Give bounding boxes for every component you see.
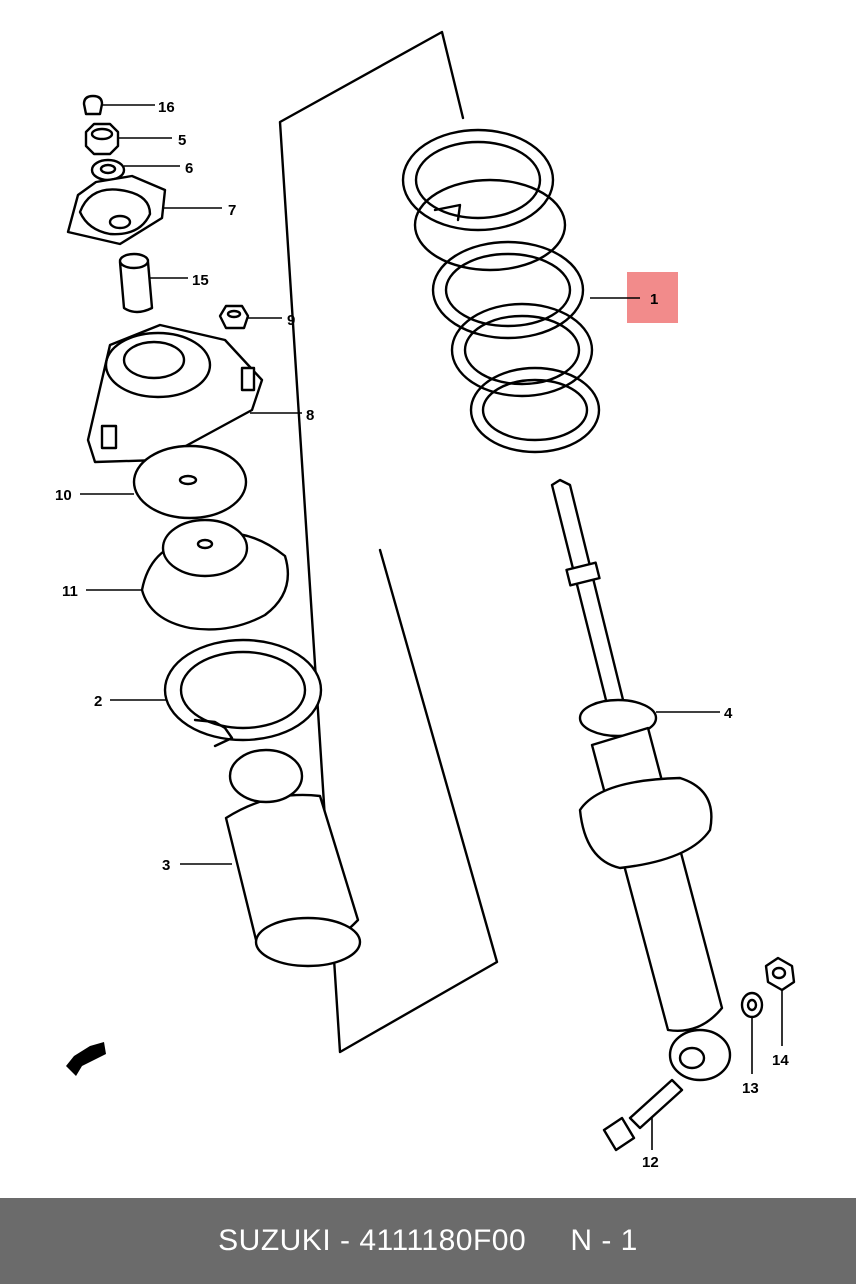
callout-1: 1 (650, 291, 658, 308)
shock-absorber-4[interactable] (550, 478, 732, 1082)
washer-6[interactable] (90, 158, 126, 182)
callout-14: 14 (772, 1052, 789, 1069)
dust-boot-3[interactable] (224, 748, 362, 968)
bolt-16[interactable] (82, 94, 104, 116)
plate-7[interactable] (66, 174, 167, 246)
nut-5[interactable] (84, 122, 120, 156)
callout-15: 15 (192, 272, 209, 289)
callout-12: 12 (642, 1154, 659, 1171)
spring-seat-2[interactable] (163, 638, 323, 748)
callout-11: 11 (62, 583, 78, 600)
parts-diagram: 1 16 5 6 7 15 9 (55, 30, 796, 1171)
spacer-15[interactable] (118, 252, 154, 314)
coil-spring[interactable] (401, 128, 601, 454)
callout-3: 3 (162, 857, 170, 874)
footer-text: SUZUKI - 4111180F00 N - 1 (218, 1224, 638, 1258)
callout-7: 7 (228, 202, 236, 219)
brand-name: SUZUKI (218, 1224, 332, 1257)
callout-8: 8 (306, 407, 314, 424)
callout-2: 2 (94, 693, 102, 710)
callout-5: 5 (178, 132, 186, 149)
callout-9: 9 (287, 312, 295, 329)
washer-13[interactable] (740, 991, 764, 1019)
callout-6: 6 (185, 160, 193, 177)
footer-bar: SUZUKI - 4111180F00 N - 1 (0, 1198, 856, 1284)
disc-10[interactable] (132, 444, 248, 520)
diagram-ref: N - 1 (570, 1224, 638, 1257)
group-frame (278, 30, 499, 1054)
callout-16: 16 (158, 99, 175, 116)
strut-mount-8[interactable] (86, 323, 264, 464)
callout-10: 10 (55, 487, 72, 504)
nut-9[interactable] (218, 304, 250, 330)
front-arrow-icon (66, 1042, 106, 1076)
seat-11[interactable] (140, 518, 290, 631)
part-number: 4111180F00 (359, 1224, 527, 1257)
separator: - (340, 1224, 351, 1257)
bolt-12[interactable] (602, 1078, 684, 1152)
callout-13: 13 (742, 1080, 759, 1097)
callout-4: 4 (724, 705, 733, 722)
nut-14[interactable] (764, 956, 796, 992)
